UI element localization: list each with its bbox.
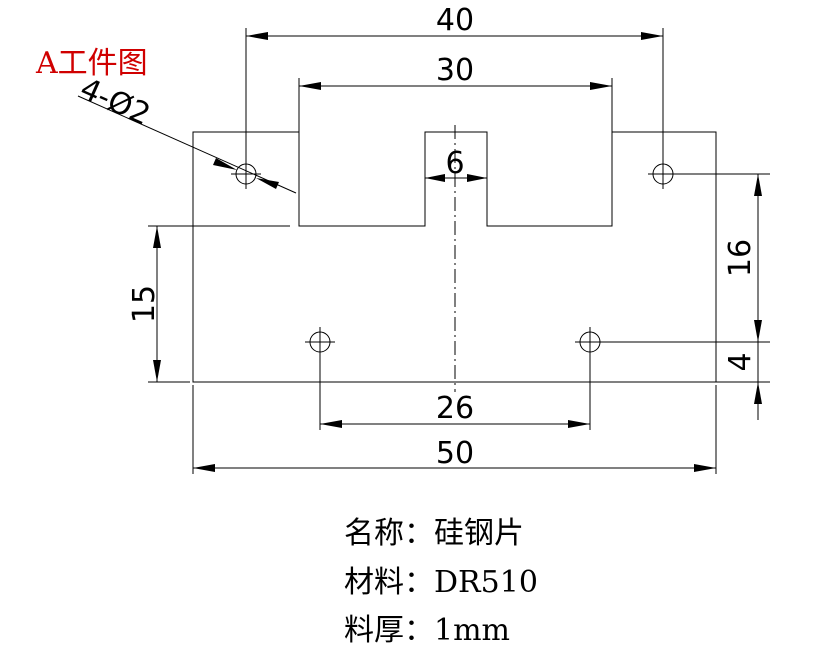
spec-thickness-row: 料厚：1mm bbox=[344, 614, 510, 648]
hole-bottom-right bbox=[575, 327, 605, 357]
dimension-4: 4 bbox=[716, 342, 770, 420]
spec-thickness-label: 料厚： bbox=[344, 613, 434, 648]
dimension-16-label: 16 bbox=[723, 239, 758, 277]
dimension-30-label: 30 bbox=[436, 53, 474, 88]
dimension-40: 40 bbox=[245, 3, 664, 163]
dimension-40-label: 40 bbox=[436, 3, 474, 38]
spec-name-label: 名称： bbox=[344, 516, 434, 551]
dimension-15: 15 bbox=[127, 225, 290, 383]
dimension-15-label: 15 bbox=[127, 285, 162, 323]
spec-material-label: 材料： bbox=[344, 565, 434, 600]
spec-material-row: 材料：DR510 bbox=[344, 566, 538, 600]
dimension-26-label: 26 bbox=[436, 391, 474, 426]
dimension-16: 16 bbox=[603, 173, 770, 343]
spec-material-value: DR510 bbox=[434, 565, 538, 600]
dimension-30: 30 bbox=[298, 53, 613, 132]
spec-thickness-value: 1mm bbox=[434, 613, 510, 648]
dimension-50: 50 bbox=[192, 385, 717, 474]
dimension-26: 26 bbox=[319, 355, 591, 430]
dimension-4-label: 4 bbox=[723, 352, 758, 371]
spec-name-value: 硅钢片 bbox=[434, 516, 524, 551]
hole-top-left bbox=[231, 159, 261, 189]
dimension-50-label: 50 bbox=[436, 436, 474, 471]
drawing-title: A工件图 bbox=[35, 46, 148, 81]
spec-name-row: 名称：硅钢片 bbox=[344, 517, 524, 551]
hole-bottom-left bbox=[305, 327, 335, 357]
dimension-6: 6 bbox=[425, 146, 487, 182]
dimension-6-label: 6 bbox=[445, 146, 464, 181]
